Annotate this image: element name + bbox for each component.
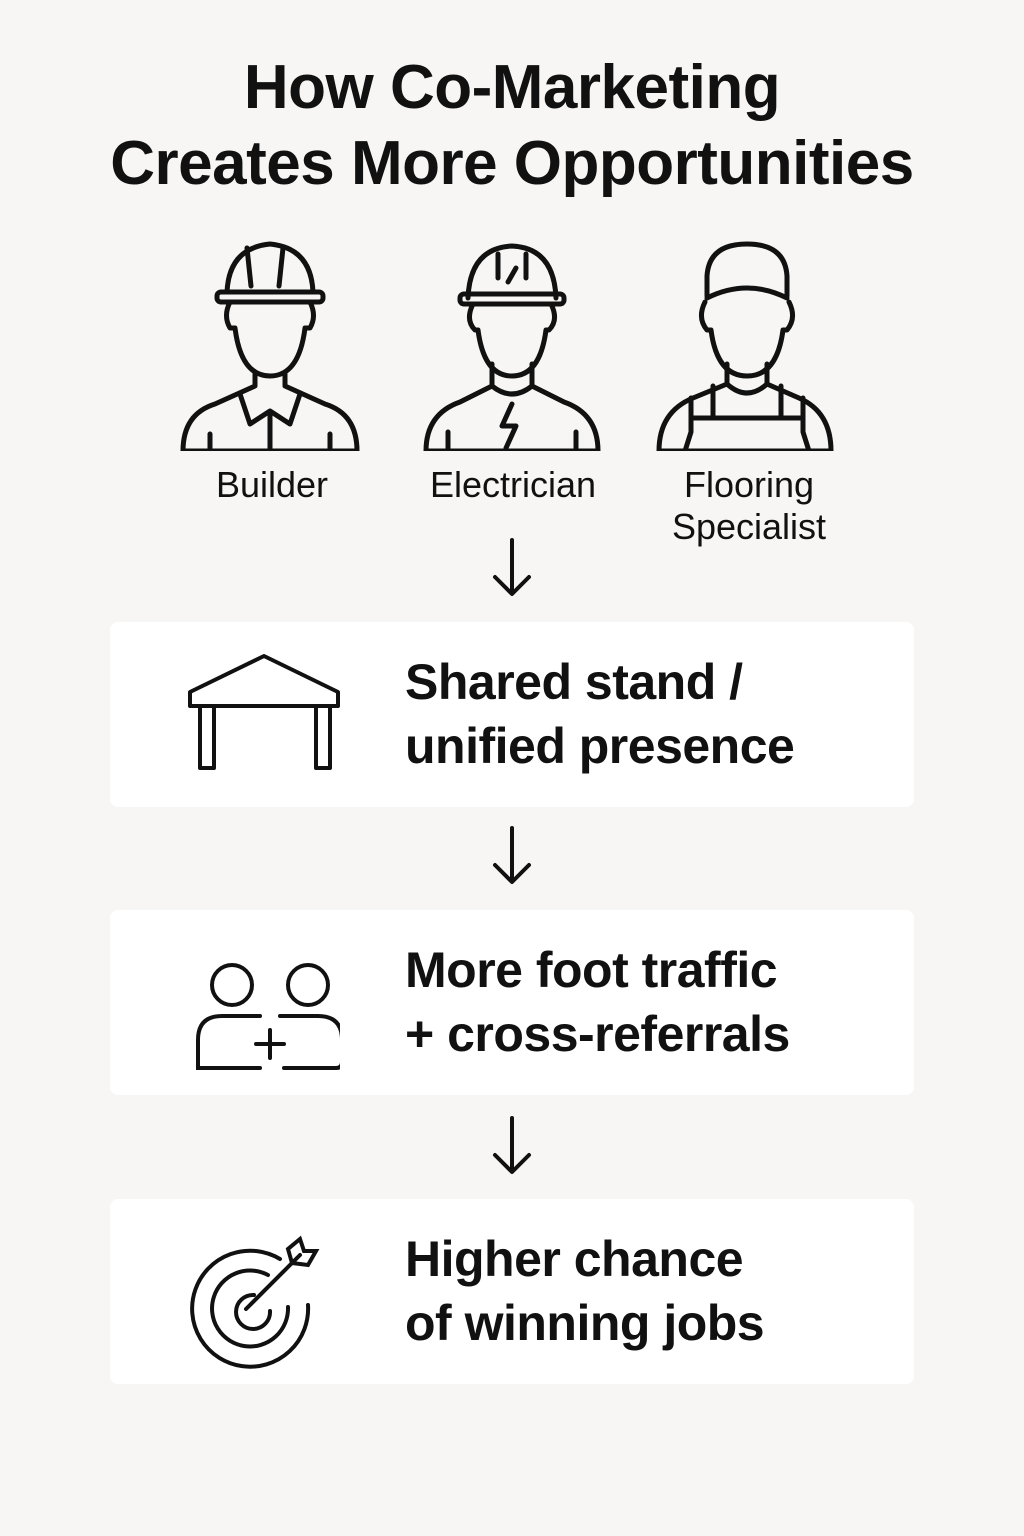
page-title: How Co-Marketing Creates More Opportunit… [0,50,1024,202]
step-line-1: Shared stand / [405,654,743,710]
title-line-1: How Co-Marketing [243,53,781,122]
arrow-down-icon [493,826,531,884]
step-line-2: of winning jobs [405,1295,765,1351]
electrician-icon [420,236,620,451]
target-arrow-icon [190,1235,320,1369]
step-line-1: Higher chance [405,1231,744,1287]
role-label-line-1: Flooring [683,464,815,505]
arrow-down-icon [493,1116,531,1174]
role-label-flooring-specialist: Flooring Specialist [629,464,869,548]
title-line-2: Creates More Opportunities [110,129,914,198]
people-plus-icon [196,963,340,1070]
role-label-builder: Builder [215,464,329,505]
step-card-winning-jobs: Higher chance of winning jobs [110,1199,914,1384]
step-line-2: + cross-referrals [405,1006,790,1062]
step-card-foot-traffic: More foot traffic + cross-referrals [110,910,914,1095]
step-text: Higher chance of winning jobs [405,1227,765,1355]
step-card-shared-stand: Shared stand / unified presence [110,622,914,807]
flooring-specialist-icon [655,236,855,451]
stand-canopy-icon [188,654,340,770]
step-text: Shared stand / unified presence [405,650,795,778]
builder-icon [175,236,375,451]
step-line-2: unified presence [405,718,795,774]
role-label-line-2: Specialist [671,506,827,547]
role-label-electrician: Electrician [429,464,597,505]
arrow-down-icon [493,538,531,596]
step-text: More foot traffic + cross-referrals [405,938,790,1066]
step-line-1: More foot traffic [405,942,778,998]
